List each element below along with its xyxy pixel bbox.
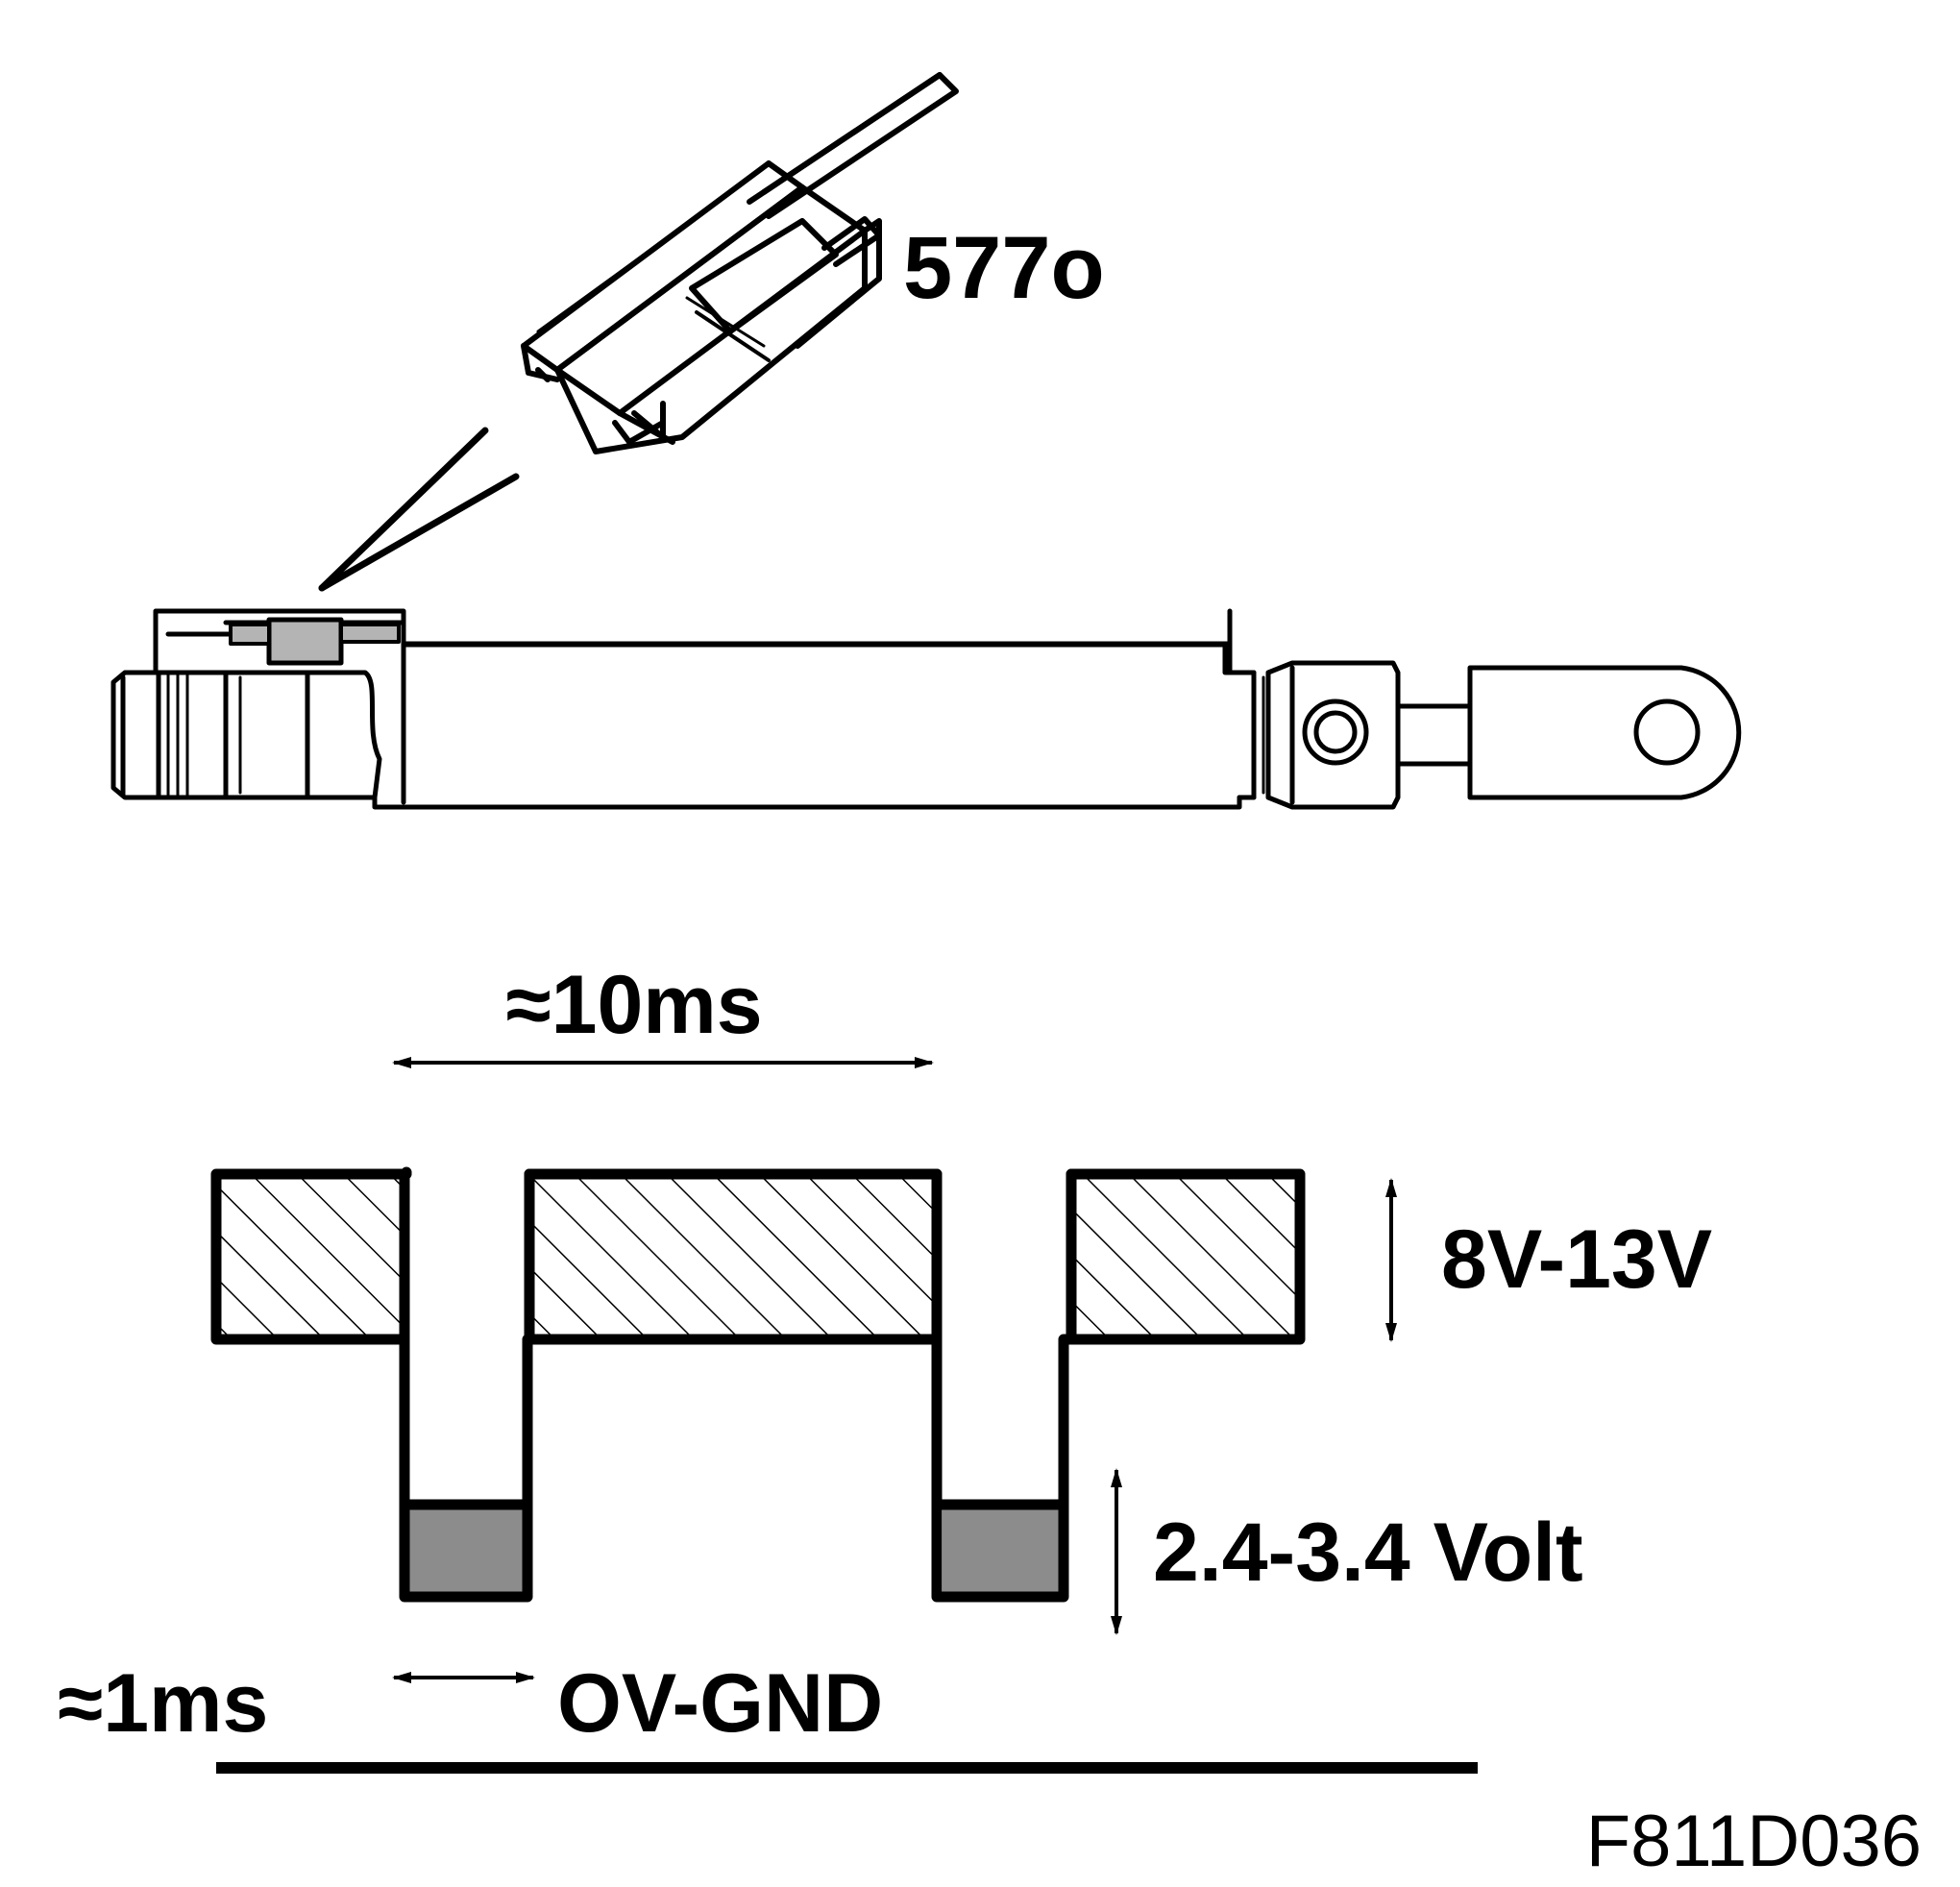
actuator-drawing — [110, 608, 1742, 810]
high-level-block-3 — [1071, 1174, 1300, 1339]
high-level-label: 8V-13V — [1441, 1213, 1712, 1306]
connector-pointer-lines — [318, 427, 520, 592]
low-level-dimension: 2.4-3.4 Volt — [1111, 1468, 1583, 1635]
pulse-width-dimension: ≈1ms OV-GND — [58, 1657, 1478, 1774]
high-level-block-1 — [216, 1174, 404, 1339]
low-level-label: 2.4-3.4 Volt — [1153, 1507, 1583, 1599]
high-level-dimension: 8V-13V — [1385, 1178, 1712, 1342]
ground-label: OV-GND — [557, 1657, 883, 1750]
period-label: ≈10ms — [505, 959, 762, 1051]
figure-code: F811D036 — [1586, 1801, 1922, 1882]
signal-waveform — [210, 1166, 1306, 1603]
connector-577o-drawing — [521, 72, 959, 454]
period-dimension: ≈10ms — [392, 959, 934, 1068]
low-level-block-2 — [943, 1505, 1064, 1597]
low-level-block-1 — [406, 1505, 527, 1597]
hall-sensor — [266, 617, 344, 666]
connector-label: 577o — [903, 219, 1105, 317]
high-level-block-2 — [533, 1174, 937, 1339]
pulse-width-label: ≈1ms — [58, 1657, 268, 1750]
